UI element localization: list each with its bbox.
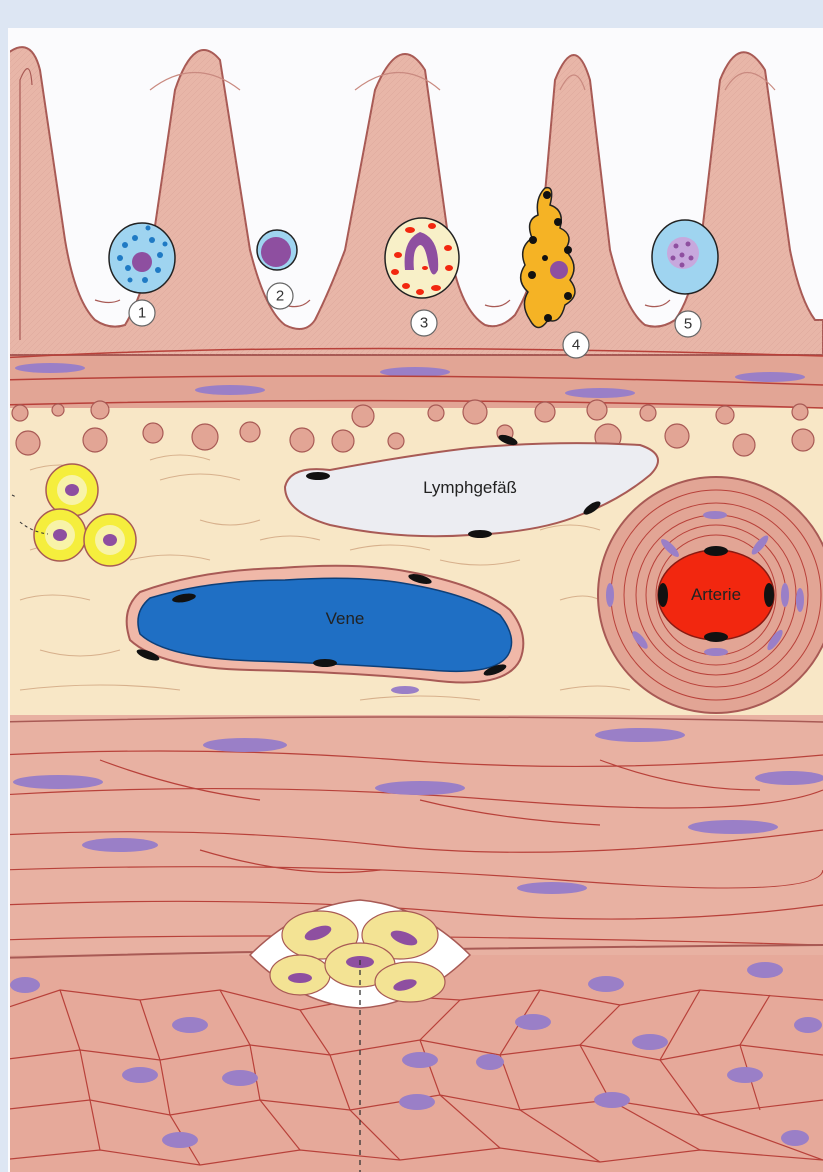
artery-label: Arterie — [691, 585, 741, 604]
cell-3-eosinophil — [385, 218, 459, 298]
badge-2: 2 — [276, 288, 284, 305]
badge-1: 1 — [138, 305, 146, 322]
badge-5: 5 — [684, 316, 692, 333]
cell-2-lymphocyte — [257, 230, 297, 270]
lymph-vessel-label: Lymphgefäß — [423, 478, 517, 497]
cell-5-plasma-cell — [652, 220, 718, 294]
vein-label: Vene — [326, 609, 365, 628]
badge-3: 3 — [420, 315, 428, 332]
badge-4: 4 — [572, 337, 580, 354]
cell-1-mast-cell — [109, 223, 175, 293]
